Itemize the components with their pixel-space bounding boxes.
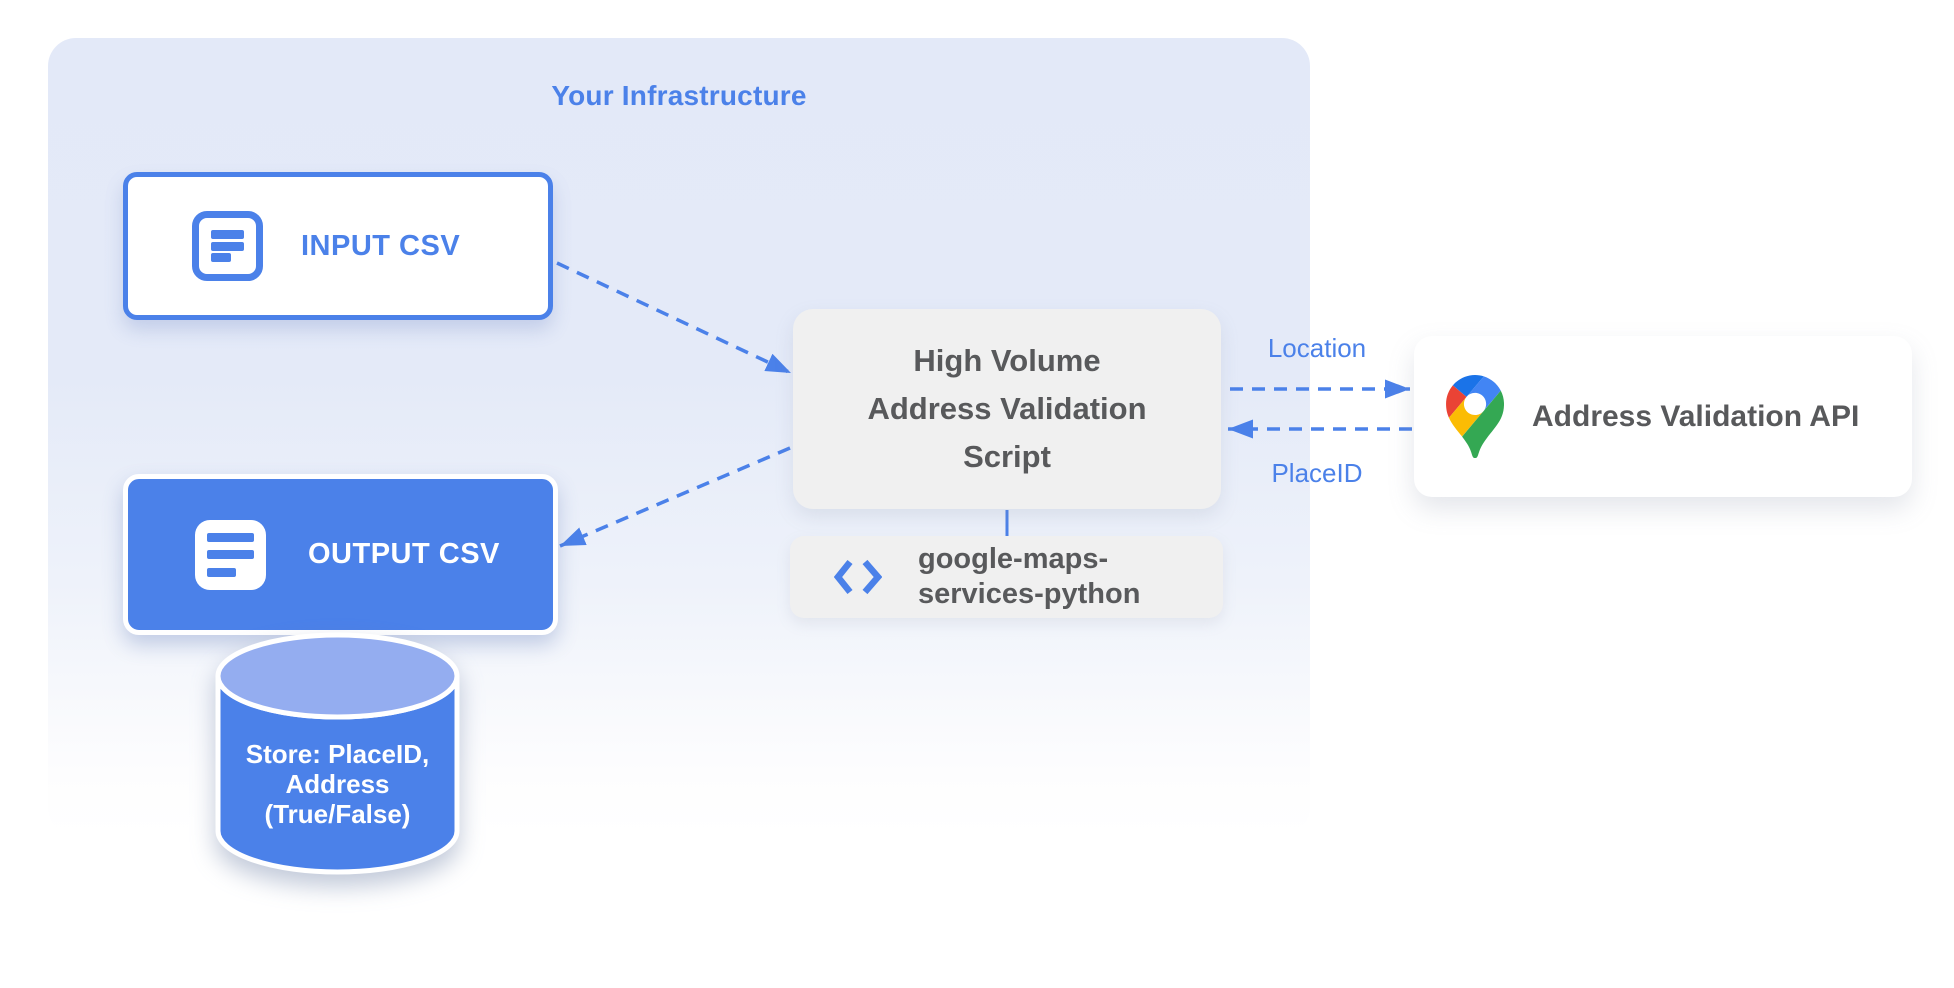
datastore-label: Store: PlaceID, Address (True/False) bbox=[212, 739, 463, 829]
csv-file-icon bbox=[192, 211, 263, 281]
api-label: Address Validation API bbox=[1532, 399, 1860, 433]
output-csv-label: OUTPUT CSV bbox=[308, 538, 500, 570]
code-brackets-icon bbox=[834, 559, 882, 595]
datastore-label-line-1: Store: PlaceID, bbox=[245, 739, 430, 769]
output-csv-node: OUTPUT CSV bbox=[123, 474, 558, 635]
script-label-line-1: High Volume bbox=[913, 343, 1101, 378]
input-csv-label: INPUT CSV bbox=[301, 229, 461, 262]
csv-file-icon bbox=[195, 519, 266, 590]
location-edge-label: Location bbox=[1267, 333, 1367, 363]
library-label: google-maps- services-python bbox=[918, 542, 1140, 612]
library-node: google-maps- services-python bbox=[790, 536, 1223, 618]
script-label-line-2: Address Validation bbox=[867, 391, 1147, 426]
database-cylinder-icon bbox=[215, 632, 460, 875]
library-label-line-2: services-python bbox=[918, 578, 1141, 610]
script-label-line-3: Script bbox=[963, 439, 1051, 474]
input-csv-node: INPUT CSV bbox=[123, 172, 553, 320]
infrastructure-title: Your Infrastructure bbox=[551, 80, 807, 111]
datastore-label-line-2: Address bbox=[285, 769, 390, 799]
validation-script-node: High Volume Address Validation Script bbox=[793, 309, 1221, 509]
placeid-edge-label: PlaceID bbox=[1271, 458, 1363, 488]
google-maps-pin-icon bbox=[1446, 375, 1504, 458]
address-validation-api-node: Address Validation API bbox=[1414, 336, 1912, 497]
library-label-line-1: google-maps- bbox=[918, 543, 1109, 575]
datastore-label-line-3: (True/False) bbox=[264, 799, 411, 829]
